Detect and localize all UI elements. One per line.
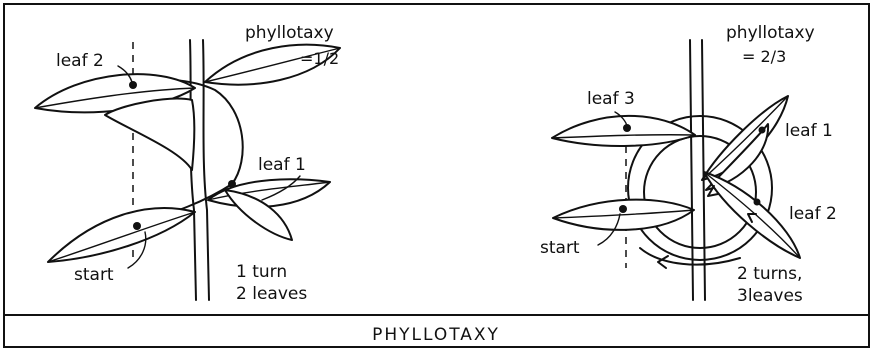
right-ratio: = 2/3 bbox=[742, 47, 786, 66]
right-label-start: start bbox=[540, 238, 580, 258]
figure-caption: PHYLLOTAXY bbox=[372, 325, 500, 345]
left-node-leaf-2 bbox=[129, 81, 137, 89]
left-ratio: =1/2 bbox=[300, 49, 339, 68]
right-summary-line-1: 2 turns, bbox=[737, 264, 802, 284]
right-panel: phyllotaxy = 2/3 leaf 3 leaf 1 leaf 2 st… bbox=[540, 23, 837, 306]
right-label-leaf-3: leaf 3 bbox=[587, 89, 635, 109]
left-title: phyllotaxy bbox=[245, 23, 334, 43]
left-label-leaf-2: leaf 2 bbox=[56, 51, 104, 71]
left-label-leaf-1: leaf 1 bbox=[258, 155, 306, 175]
right-stem-edge-a bbox=[690, 40, 693, 300]
right-title: phyllotaxy bbox=[726, 23, 815, 43]
left-node-leaf-1 bbox=[228, 180, 236, 188]
left-summary-line-1: 1 turn bbox=[236, 262, 287, 282]
left-leaf-2-under bbox=[105, 99, 194, 170]
left-label-start: start bbox=[74, 265, 114, 285]
left-node-start bbox=[133, 222, 141, 230]
right-node-start bbox=[619, 205, 627, 213]
right-summary-line-2: 3leaves bbox=[737, 286, 803, 306]
left-panel: phyllotaxy =1/2 leaf 2 leaf 1 start 1 tu… bbox=[35, 23, 340, 304]
right-stem-edge-b bbox=[702, 40, 705, 300]
right-label-leaf-2: leaf 2 bbox=[789, 204, 837, 224]
right-node-leaf-2 bbox=[754, 199, 761, 206]
left-summary-line-2: 2 leaves bbox=[236, 284, 307, 304]
right-label-leaf-1: leaf 1 bbox=[785, 121, 833, 141]
right-node-leaf-1 bbox=[759, 127, 766, 134]
